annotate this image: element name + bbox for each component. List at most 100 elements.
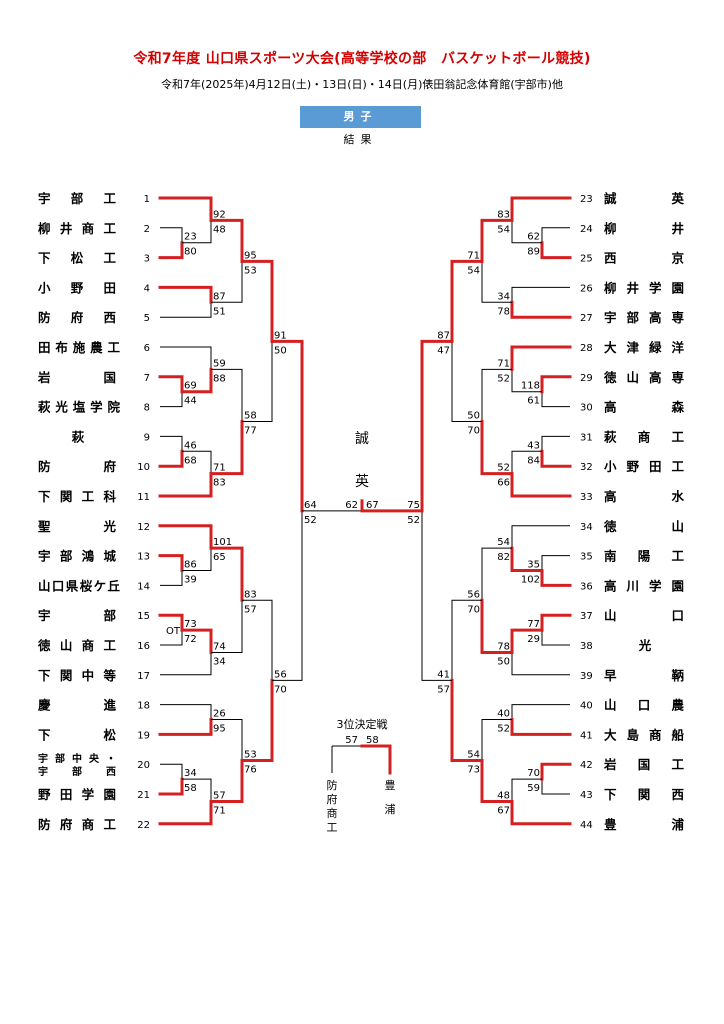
match-2-3-winner-line	[158, 241, 184, 260]
match-2-3-score-bottom: 80	[184, 247, 197, 258]
match-13-14-score-top: 86	[184, 560, 197, 571]
match-r-quarter1-score-bottom: 47	[437, 345, 450, 356]
match-29-30-score-top: 118	[521, 381, 540, 392]
team-seed: 36	[580, 581, 593, 592]
match-40-41-loser-line	[511, 704, 570, 720]
match-42-43-loser-line	[541, 779, 570, 795]
bracket-lines	[158, 196, 572, 826]
match-9-10-score-top: 46	[184, 440, 197, 451]
match-9-10-loser-line	[160, 435, 183, 452]
match-910-11-loser-line	[182, 450, 212, 474]
match-l-quarter1-score-bottom: 50	[274, 345, 287, 356]
match-3738-39-winner-line	[510, 628, 544, 654]
match-35-36-winner-line	[540, 569, 572, 587]
match-24-25-score-bottom: 89	[527, 247, 540, 258]
match-34-3536-loser-line	[511, 525, 570, 549]
team-name: 豊浦	[604, 817, 684, 832]
match-2021-22-winner-line	[158, 799, 213, 826]
match-910-11-winner-line	[158, 472, 213, 498]
team-name: 小野田工	[603, 459, 684, 474]
match-23-2425-score-top: 83	[497, 209, 510, 220]
match-2-3-score-top: 23	[184, 232, 197, 243]
match-37-38-winner-line	[540, 613, 572, 632]
match-l-mid-loser-line	[211, 368, 243, 422]
match-26-27-score-top: 34	[497, 291, 510, 302]
match-20-21-score-bottom: 58	[184, 783, 197, 794]
event-subtitle: 令和7年(2025年)4月12日(土)・13日(日)・14日(月)俵田翁記念体育…	[161, 78, 563, 91]
match-r-block3-winner-line	[480, 598, 514, 654]
match-15-16-score-bottom: 72	[184, 634, 197, 645]
match-29-30-winner-line	[540, 375, 572, 394]
match-20-21-winner-line	[158, 777, 184, 796]
match-42-43-score-top: 70	[527, 768, 540, 779]
team-name: 萩商工	[603, 429, 684, 444]
team-name: 西京	[604, 251, 684, 266]
team-seed: 21	[137, 790, 150, 801]
team-seed: 17	[137, 671, 150, 682]
team-seed: 30	[580, 403, 593, 414]
match-35-36-score-bottom: 102	[521, 575, 540, 586]
final-winner-line	[360, 499, 424, 513]
match-20-21-score-top: 34	[184, 768, 197, 779]
team-name: 宇部西	[38, 765, 116, 778]
team-name: 防府	[38, 459, 116, 474]
team-name: 高森	[604, 400, 684, 415]
match-l-top3-loser-line	[211, 261, 243, 303]
team-name: 光	[638, 638, 652, 653]
match-r-semi-winner-line	[420, 339, 454, 513]
match-28-2930-score-bottom: 52	[497, 373, 510, 384]
match-31-32-loser-line	[541, 435, 570, 452]
third-place-label: 3位決定戦	[337, 717, 388, 731]
match-35-36-score-top: 35	[527, 560, 540, 571]
match-1-23-winner-line	[158, 196, 213, 222]
match-4243-44-score-top: 48	[497, 790, 510, 801]
team-name: 誠英	[604, 191, 684, 206]
final-score-right: 67	[366, 500, 379, 511]
team-seed: 7	[144, 373, 150, 384]
team-name: 防府西	[38, 310, 116, 325]
match-r-mid-score-top: 50	[467, 411, 480, 422]
team-name: 萩光塩学院	[37, 400, 120, 415]
match-l-block4-score-top: 53	[244, 749, 257, 760]
match-23-2425-score-bottom: 54	[497, 224, 510, 235]
team-seed: 25	[580, 254, 593, 265]
match-r-quarter1-winner-line	[450, 259, 484, 343]
team-seed: 27	[580, 313, 593, 324]
match-l-top3-winner-line	[209, 218, 244, 263]
team-name: 慶進	[38, 698, 116, 713]
match-r-quarter2-score-bottom: 57	[437, 684, 450, 695]
team-seed: 8	[144, 403, 150, 414]
overtime-label: OT	[166, 626, 181, 637]
team-name: 下松工	[38, 251, 116, 266]
third-place-right-team: 浦	[385, 803, 396, 816]
match-l-block3-score-top: 83	[244, 589, 257, 600]
match-13-14-loser-line	[160, 570, 183, 586]
match-l-block3-score-bottom: 57	[244, 604, 257, 615]
match-37-38-score-top: 77	[527, 619, 540, 630]
match-9-10-score-bottom: 68	[184, 455, 197, 466]
match-24-25-loser-line	[541, 227, 570, 243]
team-name: 萩	[71, 429, 85, 444]
team-seed: 12	[137, 522, 150, 533]
match-r-top3-score-bottom: 54	[467, 265, 480, 276]
match-28-2930-score-top: 71	[497, 358, 510, 369]
third-place-score-right: 58	[366, 735, 379, 746]
match-40-41-score-bottom: 52	[497, 724, 510, 735]
team-seed: 37	[580, 611, 593, 622]
match-3738-39-score-bottom: 50	[497, 656, 510, 667]
page-title: 令和7年度 山口県スポーツ大会(高等学校の部 バスケットボール競技)	[133, 51, 591, 67]
team-seed: 33	[580, 492, 593, 503]
match-40-41-score-top: 40	[497, 709, 510, 720]
match-40-41-winner-line	[510, 718, 572, 736]
team-name: 岩国	[37, 370, 116, 385]
match-9-10-winner-line	[158, 449, 184, 468]
match-l-top3-score-bottom: 53	[244, 265, 257, 276]
match-1516-17-score-bottom: 34	[213, 656, 226, 667]
team-seed: 43	[580, 790, 593, 801]
match-37-38-loser-line	[541, 630, 570, 646]
match-r-block3-score-bottom: 70	[467, 604, 480, 615]
match-l-quarter2-score-bottom: 70	[274, 684, 287, 695]
team-name: 柳井商工	[38, 221, 116, 236]
final-score-left: 62	[345, 500, 358, 511]
team-seed: 4	[144, 283, 150, 294]
